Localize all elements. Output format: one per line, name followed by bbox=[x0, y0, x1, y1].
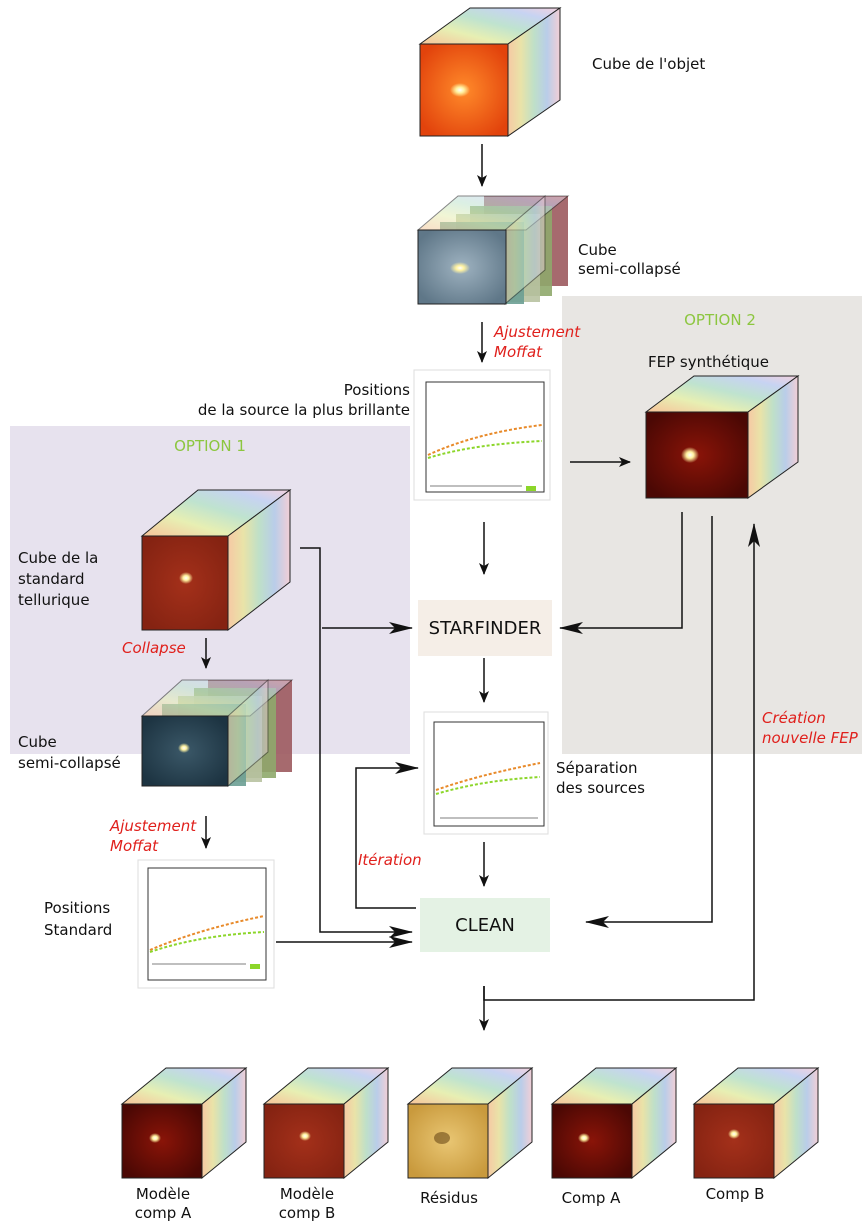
label-positions-top-2: de la source la plus brillante bbox=[197, 401, 410, 419]
output-cube-2 bbox=[262, 1066, 390, 1180]
label-ajustement-top-1: Ajustement bbox=[494, 323, 581, 341]
label-fep-synthetique: FEP synthétique bbox=[648, 353, 770, 371]
label-separation-2: des sources bbox=[556, 779, 645, 797]
label-cube-semi-left-2: semi-collapsé bbox=[18, 754, 121, 772]
output-label-1-line1: Modèle bbox=[135, 1185, 191, 1203]
label-separation-1: Séparation bbox=[556, 759, 638, 777]
output-cube-1 bbox=[120, 1066, 248, 1180]
plot-middle bbox=[423, 711, 549, 835]
clean-box: CLEAN bbox=[420, 898, 550, 952]
option2-title: OPTION 2 bbox=[684, 311, 756, 329]
output-label-2-line2: comp B bbox=[278, 1204, 336, 1222]
label-creation-1: Création bbox=[762, 709, 826, 727]
connectors bbox=[201, 144, 760, 1031]
label-creation-2: nouvelle FEP bbox=[762, 729, 858, 747]
cube-fep bbox=[644, 375, 800, 499]
label-cube-standard-2: standard bbox=[18, 570, 85, 588]
starfinder-box: STARFINDER bbox=[418, 600, 552, 656]
label-cube-semi-left-1: Cube bbox=[18, 733, 57, 751]
output-cube-4 bbox=[550, 1066, 678, 1180]
label-positions-std-1: Positions bbox=[44, 899, 111, 917]
option1-title: OPTION 1 bbox=[174, 437, 246, 455]
cube-objet bbox=[418, 7, 562, 137]
plot-standard bbox=[137, 859, 275, 989]
label-ajustement-left-2: Moffat bbox=[110, 837, 159, 855]
label-ajustement-left-1: Ajustement bbox=[110, 817, 197, 835]
label-cube-standard-1: Cube de la bbox=[18, 549, 99, 567]
label-iteration: Itération bbox=[358, 851, 422, 869]
label-collapse: Collapse bbox=[122, 639, 186, 657]
label-positions-std-2: Standard bbox=[44, 921, 113, 939]
label-ajustement-top-2: Moffat bbox=[494, 343, 543, 361]
output-label-5: Comp B bbox=[705, 1185, 765, 1203]
label-cube-standard-3: tellurique bbox=[18, 591, 90, 609]
plot-top bbox=[413, 369, 551, 501]
output-label-2-line1: Modèle bbox=[279, 1185, 335, 1203]
label-cube-objet: Cube de l'objet bbox=[592, 55, 706, 73]
cube-semi-left bbox=[140, 678, 294, 788]
output-label-3: Résidus bbox=[420, 1189, 478, 1207]
cube-standard bbox=[140, 489, 292, 632]
label-cube-semi-top-2: semi-collapsé bbox=[578, 260, 681, 278]
label-positions-top-1: Positions bbox=[343, 381, 410, 399]
output-cube-5 bbox=[692, 1066, 820, 1180]
output-cube-3 bbox=[406, 1066, 534, 1180]
output-label-4: Comp A bbox=[561, 1189, 621, 1207]
output-label-1-line2: comp A bbox=[134, 1204, 192, 1222]
label-cube-semi-top-1: Cube bbox=[578, 241, 617, 259]
cube-semi-top bbox=[416, 194, 570, 306]
